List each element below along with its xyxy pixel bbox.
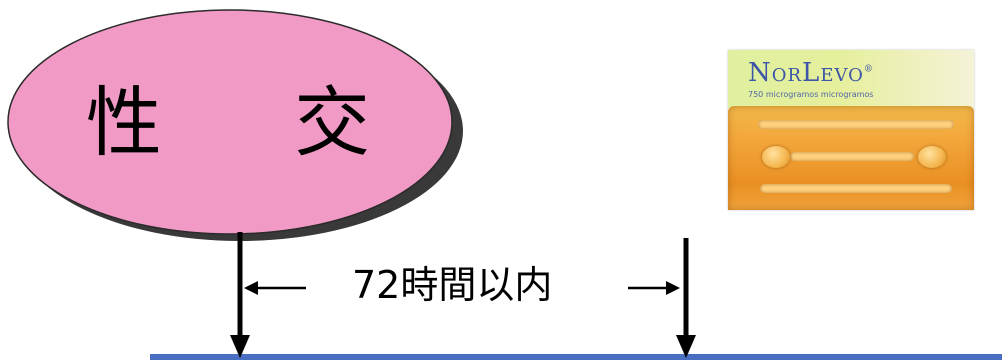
time-window-label: 72時間以内 — [352, 263, 553, 307]
event-ellipse — [7, 9, 453, 235]
span-arrowhead-right — [666, 281, 680, 295]
blister-ridge-top — [758, 120, 954, 129]
product-package-image: NorLevo® 750 microgramos microgramos — [728, 50, 974, 210]
package-brand-band — [728, 50, 974, 108]
pill-blister-pack-icon — [728, 106, 974, 210]
package-brand-name: NorLevo® — [748, 58, 874, 88]
timeline-baseline — [150, 354, 1002, 360]
event-time-arrowhead — [230, 335, 250, 358]
blister-ridge-middle — [790, 152, 914, 161]
event-label: 性 交 — [85, 78, 425, 167]
pill-right-icon — [918, 146, 946, 168]
deadline-arrowhead — [676, 335, 696, 358]
span-arrowhead-left — [244, 281, 258, 295]
package-subtitle: 750 microgramos microgramos — [748, 90, 874, 99]
blister-ridge-bottom — [760, 184, 952, 193]
pill-left-icon — [762, 146, 790, 168]
